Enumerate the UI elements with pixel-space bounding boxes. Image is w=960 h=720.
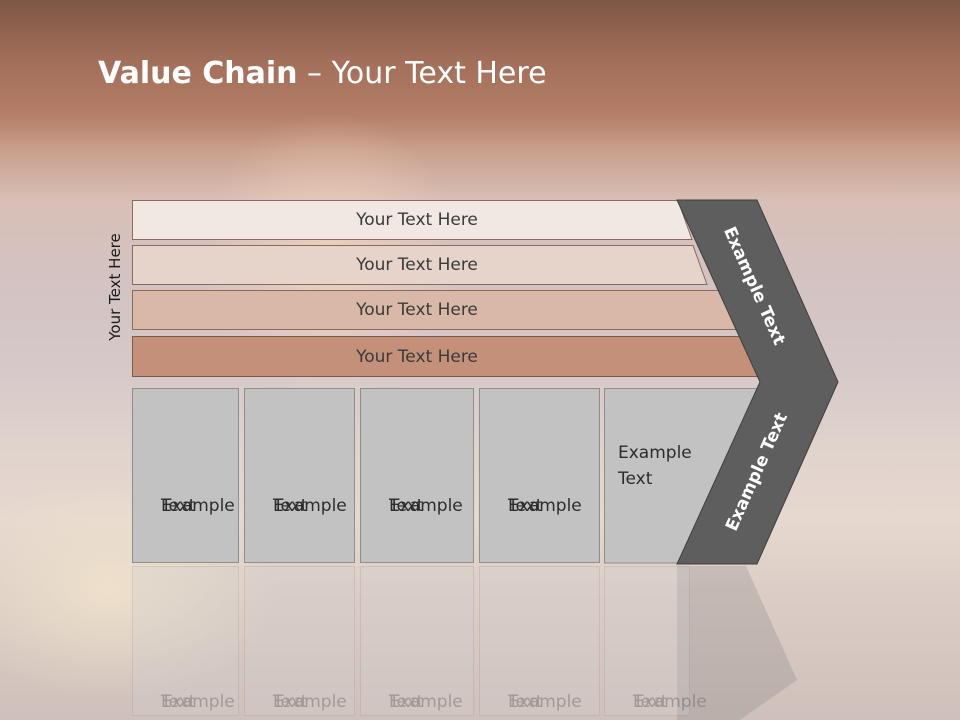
bar-label: Your Text Here bbox=[356, 300, 478, 320]
bar-label: Your Text Here bbox=[356, 347, 478, 367]
bar-label: Your Text Here bbox=[356, 210, 478, 230]
bar-label: Your Text Here bbox=[356, 255, 478, 275]
vertical-label: Your Text Here bbox=[106, 233, 124, 341]
page-title: Value Chain – Your Text Here bbox=[98, 56, 547, 91]
